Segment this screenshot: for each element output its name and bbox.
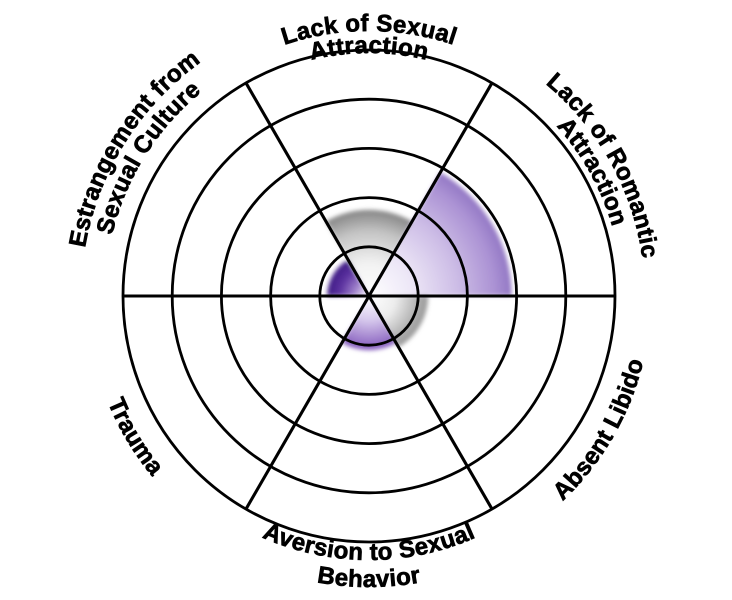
axis-label-absent-libido: Absent Libido	[548, 356, 650, 506]
axis-label-trauma: Trauma	[102, 394, 169, 481]
sector-fill-aversion-to-sexual-behavior	[341, 296, 397, 351]
sector-fills	[325, 172, 512, 351]
spoke-line	[367, 295, 494, 510]
spoke-line	[244, 295, 371, 510]
sector-fill-lack-of-romantic-attraction	[369, 172, 512, 296]
sector-fill-lack-of-sexual-attraction	[325, 209, 413, 296]
axis-label-aversion-to-sexual-behavior: Aversion to Sexual	[259, 518, 478, 566]
spoke-line	[367, 82, 494, 297]
grid-spokes	[123, 82, 615, 510]
sector-fill-absent-libido	[369, 296, 429, 348]
sector-fill-estrangement-from-sexual-culture	[327, 259, 369, 296]
spoke-line	[244, 82, 371, 297]
axis-label-aversion-to-sexual-behavior-line2: Behavior	[316, 562, 423, 593]
